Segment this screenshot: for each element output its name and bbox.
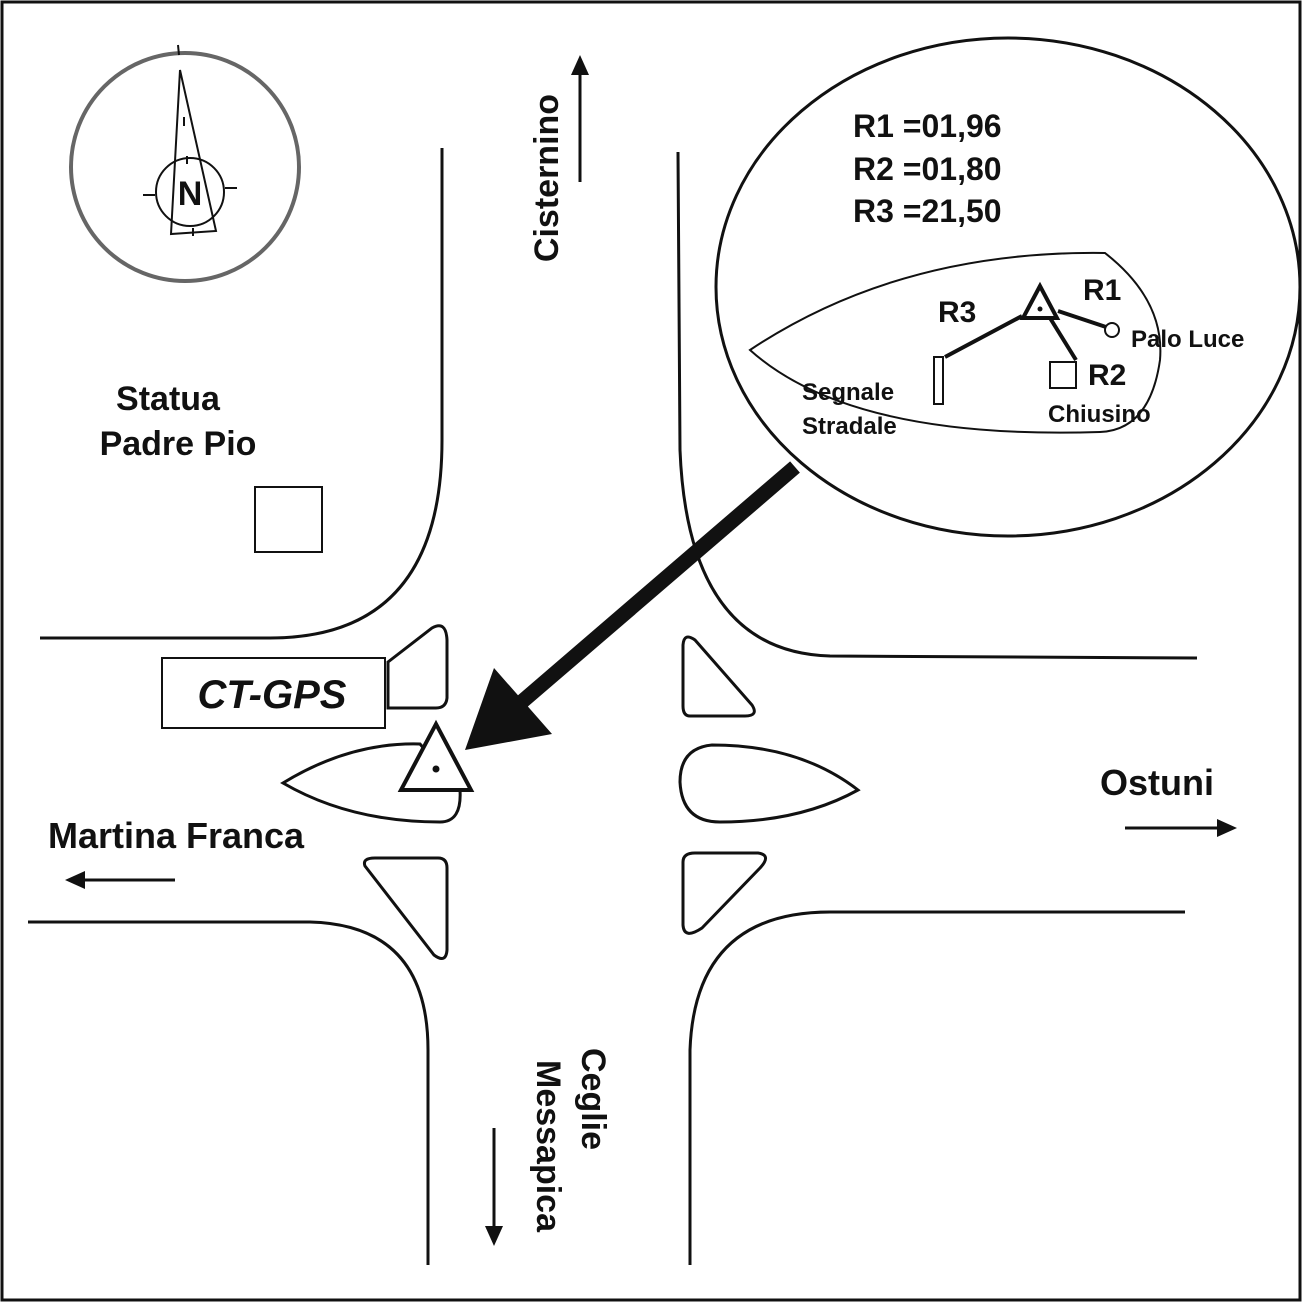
island-east xyxy=(678,743,861,824)
segnale-label: Segnale xyxy=(802,379,894,406)
r1-line xyxy=(1057,309,1107,329)
direction-ostuni: Ostuni xyxy=(1100,762,1237,837)
island-nw xyxy=(386,624,449,710)
direction-cisternino: Cisternino xyxy=(528,55,589,262)
r2-label: R2 xyxy=(1088,359,1126,392)
r1-label: R1 xyxy=(1083,274,1121,307)
gps-point-dot xyxy=(432,765,440,773)
inset-ellipse xyxy=(714,36,1302,538)
padre-pio-label: Padre Pio xyxy=(100,425,257,463)
cisternino-label: Cisternino xyxy=(528,94,566,262)
inset-island-outline xyxy=(748,251,1162,434)
callout-arrow xyxy=(465,461,800,750)
compass: N xyxy=(69,44,301,283)
statue-marker xyxy=(254,486,323,553)
direction-ceglie-messapica: Ceglie Messapica xyxy=(485,1048,612,1246)
arrow-up-icon xyxy=(571,55,589,75)
island-ne xyxy=(681,635,756,718)
ct-gps-label: CT-GPS xyxy=(198,673,347,717)
road-edge-southeast xyxy=(688,910,1185,1265)
arrow-right-icon xyxy=(1217,819,1237,837)
compass-center xyxy=(155,157,225,227)
island-se xyxy=(681,851,767,935)
direction-martina-franca: Martina Franca xyxy=(48,815,305,889)
r3-label: R3 xyxy=(938,296,976,329)
gps-station: CT-GPS xyxy=(161,657,475,792)
compass-north-label: N xyxy=(178,175,203,213)
segnale-rect-icon xyxy=(933,356,944,405)
chiusino-square-icon xyxy=(1049,361,1077,389)
road-edge-northwest xyxy=(40,148,444,640)
island-west xyxy=(280,742,462,824)
road-edge-northeast xyxy=(676,151,1198,660)
r1-value: R1 =01,96 xyxy=(853,108,1002,144)
arrow-down-icon xyxy=(485,1226,503,1246)
r3-line xyxy=(944,314,1023,359)
statua-label: Statua xyxy=(116,380,221,418)
r3-value: R3 =21,50 xyxy=(853,193,1002,229)
stradale-label: Stradale xyxy=(802,413,897,440)
r2-value: R2 =01,80 xyxy=(853,151,1002,187)
compass-ring xyxy=(69,51,301,283)
martina-franca-label: Martina Franca xyxy=(48,815,305,856)
detail-inset: R1 =01,96 R2 =01,80 R3 =21,50 R3 R1 R2 P… xyxy=(714,36,1302,538)
chiusino-label: Chiusino xyxy=(1048,401,1151,428)
road-edge-southwest xyxy=(28,920,430,1265)
r2-line xyxy=(1048,316,1078,362)
inset-gps-triangle-icon xyxy=(1019,281,1061,320)
arrow-left-icon xyxy=(65,871,85,889)
traffic-islands xyxy=(280,624,861,960)
gps-point-triangle-icon xyxy=(397,719,475,792)
island-sw xyxy=(363,856,449,960)
palo-luce-label: Palo Luce xyxy=(1131,326,1244,353)
messapica-label: Messapica xyxy=(529,1060,567,1233)
ct-gps-box xyxy=(161,657,386,729)
ceglie-label: Ceglie xyxy=(574,1048,612,1150)
statua-padre-pio: Statua Padre Pio xyxy=(100,380,323,553)
ostuni-label: Ostuni xyxy=(1100,762,1214,803)
palo-luce-circle-icon xyxy=(1104,322,1120,338)
roads xyxy=(28,148,1198,1265)
